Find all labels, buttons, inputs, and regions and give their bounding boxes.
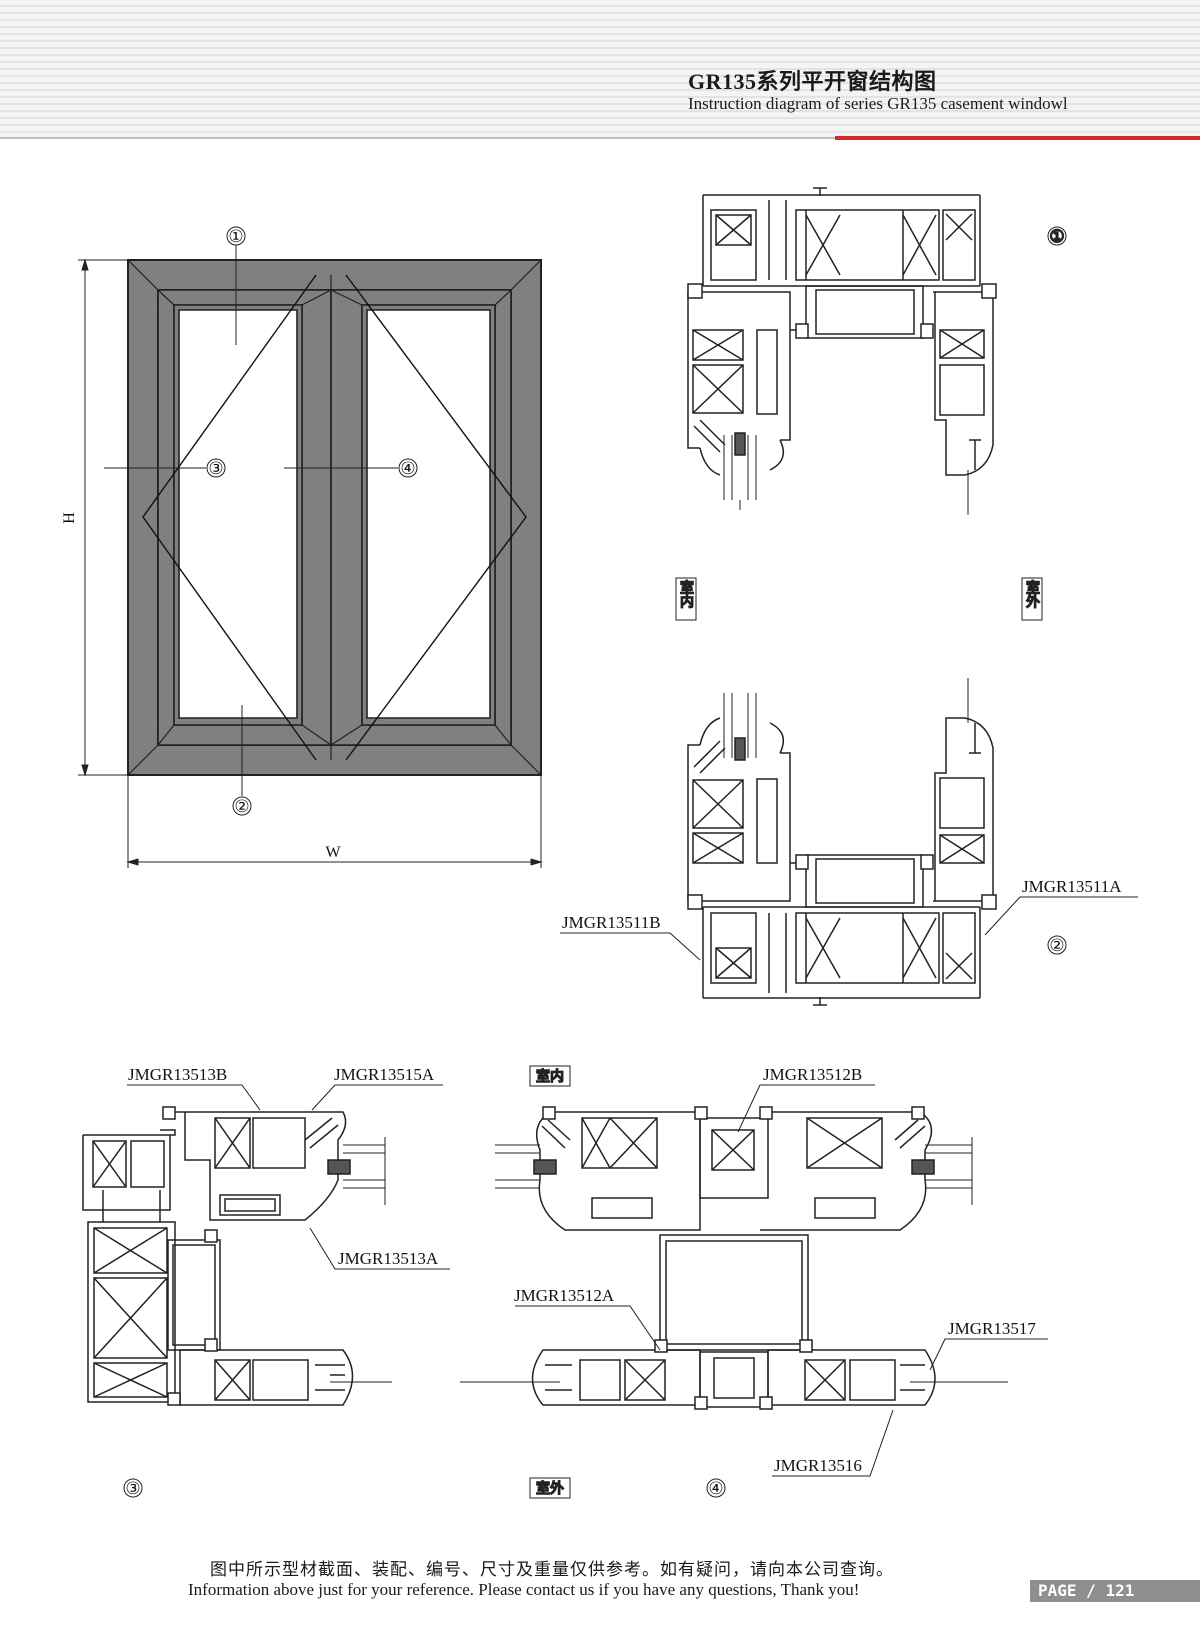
- section-4-marker: ④: [708, 1479, 723, 1498]
- section-3: [82, 1106, 392, 1406]
- width-label: W: [325, 844, 341, 861]
- footer-note-en: Information above just for your referenc…: [188, 1580, 860, 1599]
- indoor-text-4: 室内: [536, 1068, 564, 1085]
- outdoor-label-1: [1021, 577, 1043, 621]
- header-accent-bar: [835, 136, 1200, 140]
- page-title: GR135系列平开窗结构图: [688, 69, 937, 94]
- page-number: 121: [1105, 1581, 1135, 1600]
- section-4: [460, 1106, 1008, 1410]
- label-jmgr13511a: JMGR13511A: [1022, 877, 1122, 896]
- label-jmgr13512a: JMGR13512A: [514, 1286, 615, 1305]
- left-sash: [157, 289, 332, 746]
- footer-note-zh: 图中所示型材截面、装配、编号、尺寸及重量仅供参考。如有疑问，请向本公司查询。: [210, 1560, 894, 1580]
- header-band: [0, 0, 1200, 138]
- outdoor-label-4: [529, 1477, 571, 1499]
- section-1: [687, 187, 1067, 515]
- indoor-label-4: [529, 1065, 571, 1087]
- left-sash-inner: [173, 304, 303, 726]
- label-jmgr13513a: JMGR13513A: [338, 1249, 439, 1268]
- label-jmgr13512b: JMGR13512B: [763, 1065, 862, 1084]
- page-label: PAGE: [1038, 1581, 1077, 1600]
- label-jmgr13517: JMGR13517: [948, 1319, 1036, 1338]
- label-jmgr13511b: JMGR13511B: [562, 913, 661, 932]
- outdoor-text-4: 室外: [536, 1480, 564, 1497]
- page-subtitle: Instruction diagram of series GR135 case…: [688, 94, 1068, 113]
- label-jmgr13516: JMGR13516: [774, 1456, 862, 1475]
- page-badge: PAGE / 121: [1030, 1580, 1200, 1602]
- label-jmgr13513b: JMGR13513B: [128, 1065, 227, 1084]
- label-jmgr13515a: JMGR13515A: [334, 1065, 435, 1084]
- section-2: [687, 678, 997, 1006]
- marker-2: ②: [234, 797, 249, 816]
- section-2-marker: ②: [1049, 936, 1064, 955]
- right-sash-inner: [361, 304, 496, 726]
- section-1-marker: ①: [1049, 227, 1064, 246]
- header-divider: [0, 137, 835, 139]
- height-label: H: [61, 512, 78, 524]
- outdoor-text-1: 室外: [1024, 579, 1040, 608]
- page-separator: /: [1086, 1581, 1096, 1600]
- section-3-marker: ③: [125, 1479, 140, 1498]
- indoor-text-1: 室内: [678, 579, 694, 609]
- right-sash: [330, 289, 512, 746]
- indoor-label-1: [675, 577, 697, 621]
- marker-4: ④: [400, 459, 415, 478]
- window-elevation: ① ③ ④ ② H W: [61, 226, 543, 868]
- marker-1: ①: [228, 227, 243, 246]
- marker-3: ③: [208, 459, 223, 478]
